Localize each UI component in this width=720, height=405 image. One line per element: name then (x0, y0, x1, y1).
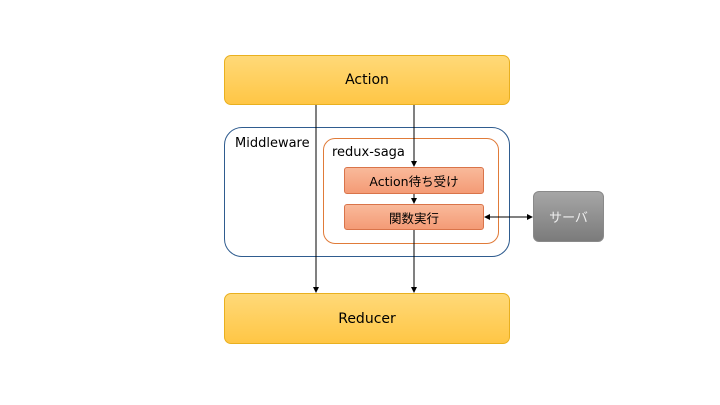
server-label: サーバ (549, 211, 588, 226)
reducer-label: Reducer (338, 310, 396, 327)
server-box: サーバ (533, 191, 604, 242)
reducer-box: Reducer (224, 293, 510, 344)
redux-saga-container (323, 138, 499, 244)
redux-saga-label: redux-saga (332, 145, 405, 160)
middleware-label: Middleware (235, 136, 310, 151)
function-exec-box: 関数実行 (344, 204, 484, 230)
middleware-container (224, 127, 510, 257)
function-exec-label: 関数実行 (388, 210, 439, 226)
action-wait-box: Action待ち受け (344, 167, 484, 194)
action-box: Action (224, 55, 510, 105)
action-label: Action (345, 72, 389, 88)
action-wait-label: Action待ち受け (369, 174, 459, 189)
